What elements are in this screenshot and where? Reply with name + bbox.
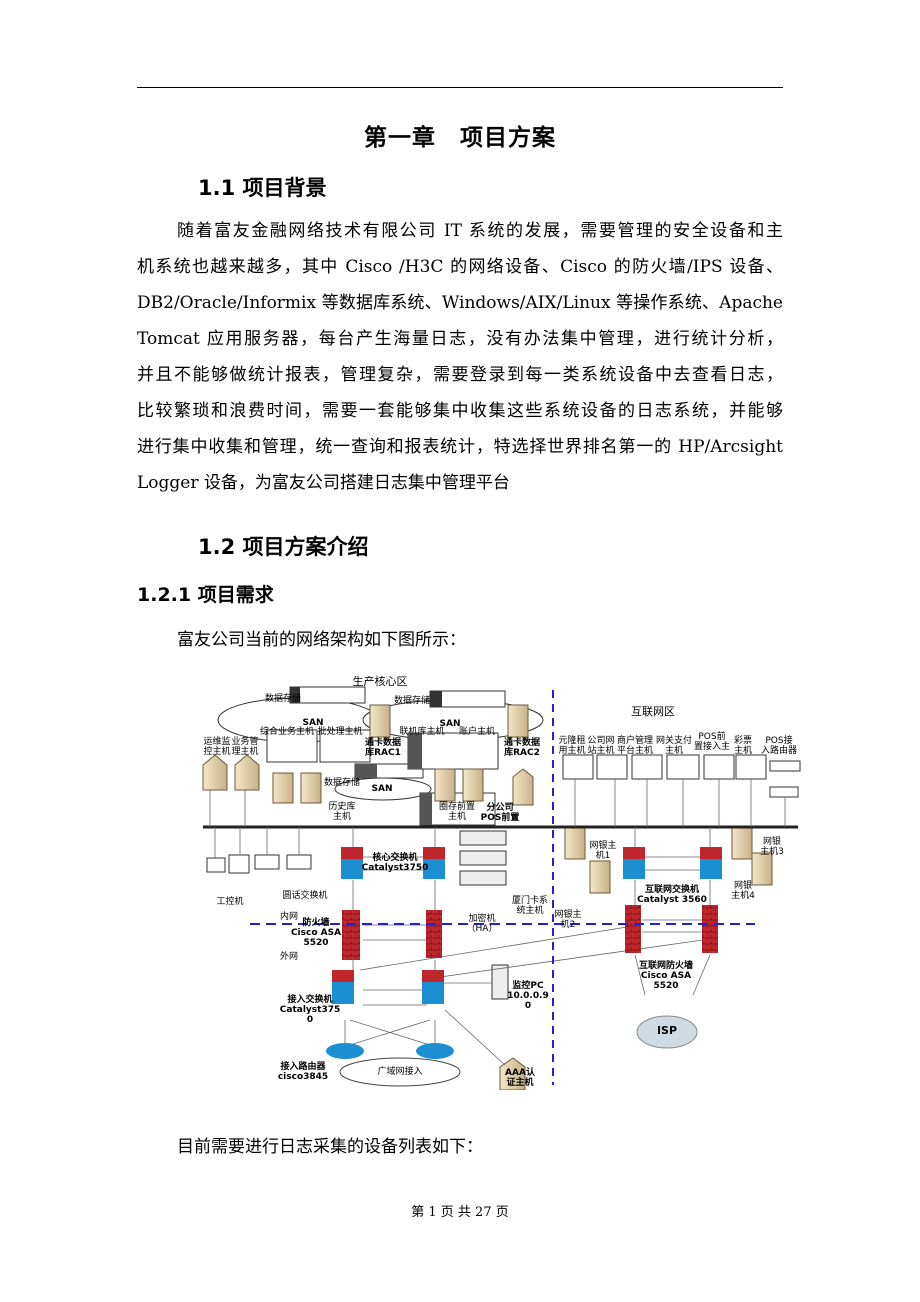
paragraph-line: DB2/Oracle/Informix 等数据库系统、Windows/AIX/L… xyxy=(137,293,783,313)
section-heading-1-2: 1.2 项目方案介绍 xyxy=(198,535,369,559)
label-wan: 广域网接入 xyxy=(377,1067,423,1077)
label-host-rac2: 通卡数据 库RAC2 xyxy=(503,738,541,758)
label-isp: ISP xyxy=(656,1024,678,1037)
page-footer: 第 1 页 共 27 页 xyxy=(411,1205,509,1220)
label-host-lottery: 彩票 主机 xyxy=(733,736,753,756)
network-architecture-diagram: 生产核心区 互联网区 数据存储 数据存储 数据存储 SAN SAN SAN 综合… xyxy=(195,665,805,1090)
intro-text: 富友公司当前的网络架构如下图所示： xyxy=(177,630,466,650)
paragraph-line: 进行集中收集和管理，统一查询和报表统计，特选择世界排名第一的 HP/Arcsig… xyxy=(137,437,783,457)
label-ipc: 工控机 xyxy=(216,897,244,907)
label-access-router: 接入路由器 cisco3845 xyxy=(277,1062,329,1082)
label-storage: 数据存储 xyxy=(323,778,361,788)
device-list-intro: 目前需要进行日志采集的设备列表如下： xyxy=(177,1137,483,1157)
label-host-merchant: 商户管理 平台主机 xyxy=(616,736,654,756)
label-firewall: 防火墙 Cisco ASA 5520 xyxy=(290,918,342,948)
label-voice-switch: 圆话交换机 xyxy=(282,891,328,901)
label-internet-switch: 互联网交换机 Catalyst 3560 xyxy=(637,885,707,905)
label-san: SAN xyxy=(439,719,461,729)
paragraph-line: 比较繁琐和浪费时间，需要一套能够集中收集这些系统设备的日志系统，并能够 xyxy=(137,401,783,421)
paragraph-line: 机系统也越来越多，其中 Cisco /H3C 的网络设备、Cisco 的防火墙/… xyxy=(137,257,783,277)
section-heading-1-1: 1.1 项目背景 xyxy=(198,176,327,200)
label-san: SAN xyxy=(302,718,324,728)
label-host-online: 联机库主机 xyxy=(399,727,445,737)
label-storage: 数据存储 xyxy=(264,694,302,704)
paragraph-line: 随着富友金融网络技术有限公司 IT 系统的发展，需要管理的安全设备和主 xyxy=(177,221,783,241)
header-rule xyxy=(137,87,783,88)
label-zone-internet: 互联网区 xyxy=(631,705,675,718)
label-host-general: 综合业务主机 xyxy=(259,727,315,737)
label-host-yuanlong: 元隆租 用主机 xyxy=(558,736,586,756)
chapter-title: 第一章 项目方案 xyxy=(364,124,556,151)
label-storage: 数据存储 xyxy=(393,696,431,706)
section-heading-1-2-1: 1.2.1 项目需求 xyxy=(137,584,274,606)
label-encryptor: 加密机 （HA） xyxy=(466,914,498,934)
label-host-website: 公司网 站主机 xyxy=(587,736,615,756)
paragraph-line: Logger 设备，为富友公司搭建日志集中管理平台 xyxy=(137,473,510,493)
label-ebank-4: 网银 主机4 xyxy=(731,881,755,901)
label-san: SAN xyxy=(371,784,393,794)
label-host-ops: 运维监 控主机 xyxy=(203,737,231,757)
label-core-switch: 核心交换机 Catalyst3750 xyxy=(361,853,429,873)
label-aaa-host: AAA认 证主机 xyxy=(505,1068,535,1088)
label-host-history: 历史库 主机 xyxy=(328,802,356,822)
paragraph-line: Tomcat 应用服务器，每台产生海量日志，没有办法集中管理，进行统计分析， xyxy=(137,329,783,349)
label-pos-router: POS接 入路由器 xyxy=(760,736,798,756)
label-host-frontend: 圈存前置 主机 xyxy=(438,802,476,822)
label-access-switch: 接入交换机 Catalyst375 0 xyxy=(279,995,341,1025)
label-host-pos-access: POS前 置接入主 xyxy=(693,732,731,752)
label-host-account: 账户主机 xyxy=(458,727,496,737)
label-zone-core: 生产核心区 xyxy=(352,675,408,688)
label-ebank-1: 网银主 机1 xyxy=(589,841,617,861)
label-host-batch: 批处理主机 xyxy=(317,727,363,737)
label-xiamen-host: 厦门卡系 统主机 xyxy=(511,896,549,916)
paragraph-line: 并且不能够做统计报表，管理复杂，需要登录到每一类系统设备中去查看日志， xyxy=(137,365,783,385)
label-ebank-3: 网银 主机3 xyxy=(760,837,784,857)
label-host-gateway: 网关支付 主机 xyxy=(655,736,693,756)
label-outer-net: 外网 xyxy=(279,952,299,962)
label-internet-firewall: 互联网防火墙 Cisco ASA 5520 xyxy=(638,961,694,991)
label-host-rac1: 通卡数据 库RAC1 xyxy=(364,738,402,758)
label-inner-net: 内网 xyxy=(279,912,299,922)
label-host-pos-branch: 分公司 POS前置 xyxy=(480,803,520,823)
label-ebank-2: 网银主 机2 xyxy=(554,910,582,930)
label-monitor-pc: 监控PC 10.0.0.9 0 xyxy=(507,981,549,1011)
label-host-biz: 业务管 理主机 xyxy=(231,737,259,757)
